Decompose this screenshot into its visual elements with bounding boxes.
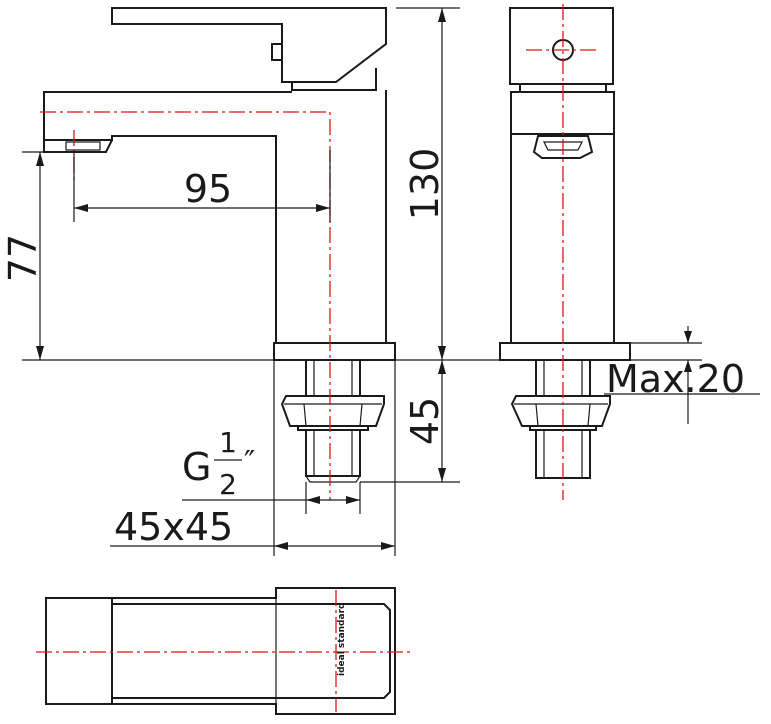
dimension-lines: [22, 7, 760, 556]
side-view: [40, 7, 396, 500]
front-handle: [509, 7, 614, 85]
dim-spout-height: 77: [1, 234, 45, 282]
shank-assembly: [280, 360, 385, 483]
dim-max-thickness: Max.20: [606, 357, 745, 401]
dim-total-height: 130: [403, 148, 447, 221]
top-view: ideal standard: [36, 587, 410, 715]
front-base-plate: [499, 342, 631, 361]
dim-shank-length: 45: [403, 397, 447, 445]
thread-spec: G 1 2 ″: [182, 426, 255, 501]
tap-body: [43, 90, 387, 344]
thread-denominator: 2: [219, 468, 237, 501]
dimension-labels: 95 77 130 45 Max.20 45x45 G 1 2 ″: [1, 148, 745, 549]
dim-base-size: 45x45: [114, 505, 233, 549]
front-view: [499, 4, 631, 500]
thread-numerator: 1: [219, 426, 237, 459]
base-plate: [273, 342, 396, 361]
dim-spout-reach: 95: [184, 167, 232, 211]
lever-handle: [111, 7, 387, 91]
thread-prefix: G: [182, 445, 211, 489]
brand-logo: ideal standard: [337, 603, 347, 676]
front-shank: [510, 360, 611, 479]
thread-suffix: ″: [244, 445, 255, 480]
brand-logo-text: ideal standard: [337, 603, 347, 676]
